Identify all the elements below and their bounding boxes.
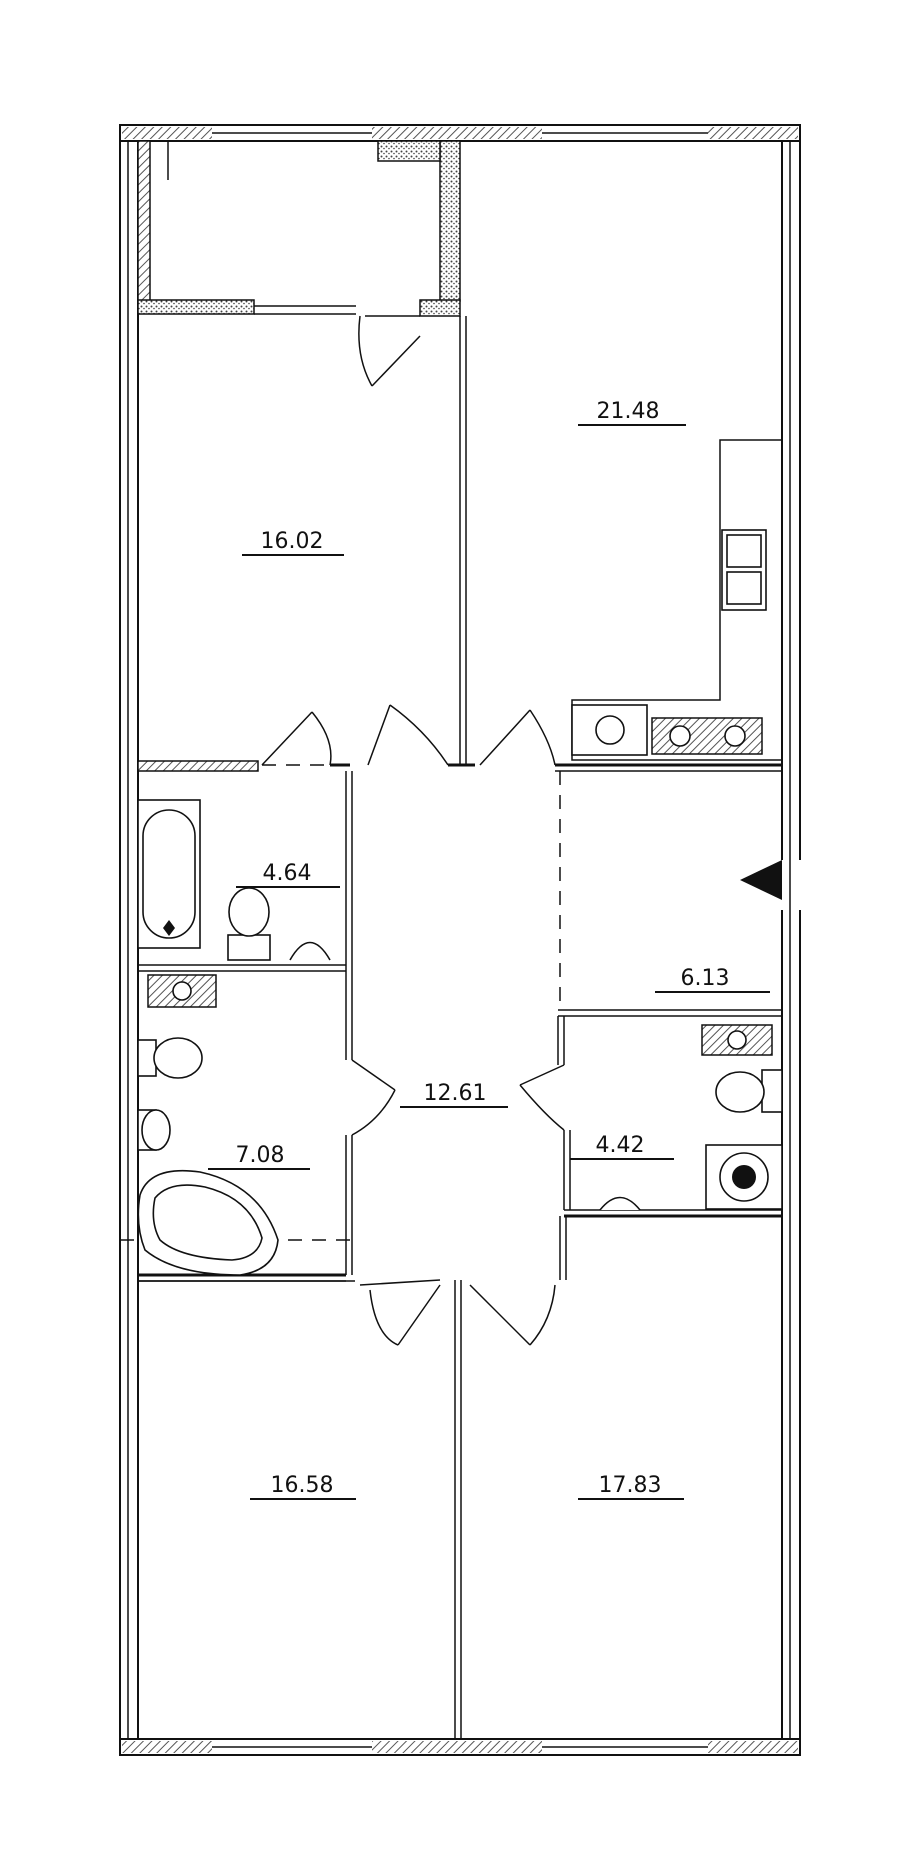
exterior-walls — [119, 124, 802, 1756]
area-labels: 16.02 21.48 4.64 6.13 12.61 7.08 4.42 16… — [208, 399, 770, 1500]
room-label: 7.08 — [236, 1143, 285, 1168]
interior-walls — [137, 316, 782, 1739]
room-label: 17.83 — [599, 1473, 662, 1498]
room-label: 4.64 — [263, 861, 312, 886]
toilet-icon — [228, 887, 270, 937]
room-label: 12.61 — [424, 1081, 487, 1106]
washbasin-icon — [599, 1196, 641, 1211]
dashed-lines — [120, 764, 561, 1241]
room-label: 16.58 — [271, 1473, 334, 1498]
kitchen-fixtures — [571, 439, 782, 761]
doors — [261, 704, 782, 1346]
bath-4-64-fixtures — [137, 799, 331, 1008]
bidet-icon — [141, 1109, 171, 1151]
room-label: 16.02 — [261, 529, 324, 554]
toilet-icon — [715, 1071, 765, 1113]
room-label: 4.42 — [596, 1133, 645, 1158]
bath-4-42-fixtures — [599, 1024, 783, 1211]
washbasin-icon — [289, 941, 331, 961]
bath-7-08-fixtures — [137, 1037, 279, 1276]
room-label: 6.13 — [681, 966, 730, 991]
entrance-arrow-icon — [740, 860, 782, 900]
room-label: 21.48 — [597, 399, 660, 424]
toilet-icon — [153, 1037, 203, 1079]
bathtub-icon — [142, 809, 196, 939]
loggia — [137, 140, 461, 387]
